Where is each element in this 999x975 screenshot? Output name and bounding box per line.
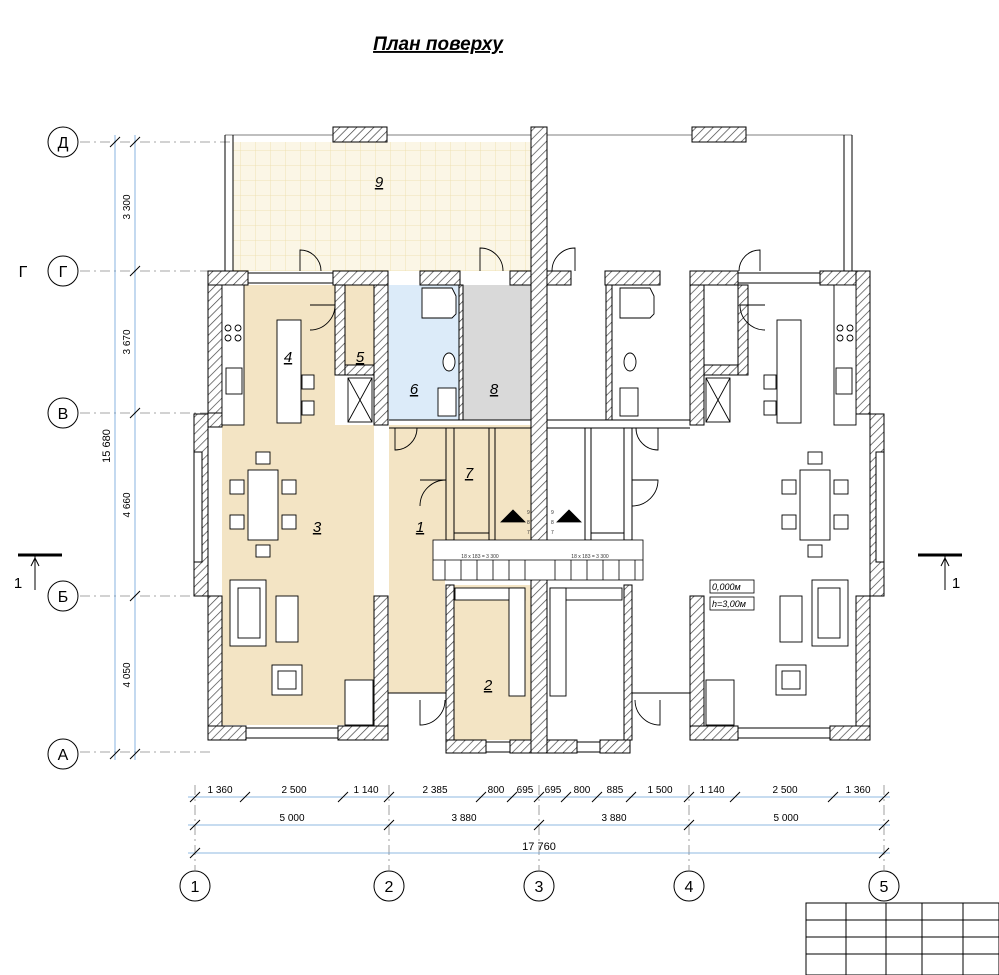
elevation-level: 0,000м xyxy=(712,582,741,592)
axis-label-2: 2 xyxy=(385,879,394,896)
axis-label-b: Б xyxy=(58,589,69,606)
vdim-total: 15 680 xyxy=(101,429,113,463)
vdim-2: 3 670 xyxy=(122,329,133,354)
vertical-dimensions xyxy=(109,135,141,760)
hdim-r1-12: 1 360 xyxy=(845,785,870,796)
hdim-r1-5: 695 xyxy=(517,785,534,796)
hdim-r1-3: 2 385 xyxy=(422,785,447,796)
doors xyxy=(299,247,766,726)
hdim-row1: 1 360 2 500 1 140 2 385 800 695 695 800 … xyxy=(207,785,870,796)
room-number-8: 8 xyxy=(490,381,499,398)
elevation-height: h=3,00м xyxy=(712,599,746,609)
hdim-r1-2: 1 140 xyxy=(353,785,378,796)
stairs-step-7: 7 xyxy=(527,530,530,536)
terrace-pillar xyxy=(332,126,388,143)
axis-label-5: 5 xyxy=(880,879,889,896)
axis-label-4: 4 xyxy=(685,879,694,896)
room-number-9: 9 xyxy=(375,174,384,191)
axis-label-a: А xyxy=(58,747,69,764)
axis-bubble-g xyxy=(47,255,79,287)
axis-letter-bubbles xyxy=(47,126,79,770)
hdim-r1-4: 800 xyxy=(488,785,505,796)
room-number-3: 3 xyxy=(313,519,322,536)
furniture-right xyxy=(549,284,857,726)
hdim-r1-10: 1 140 xyxy=(699,785,724,796)
room-8-fill xyxy=(462,285,531,420)
axis-bubble-1 xyxy=(179,870,211,902)
stairs-step-7r: 7 xyxy=(551,530,554,536)
axis-label-1: 1 xyxy=(191,879,200,896)
title-block-table xyxy=(805,902,999,975)
section-marks xyxy=(18,553,962,590)
hdim-r1-7: 800 xyxy=(574,785,591,796)
axis-bubble-2 xyxy=(373,870,405,902)
axis-grid xyxy=(80,141,885,870)
axis-bubble-a xyxy=(47,738,79,770)
hdim-r1-6: 695 xyxy=(545,785,562,796)
stairs-step-9r: 9 xyxy=(551,510,554,516)
hdim-r1-8: 885 xyxy=(607,785,624,796)
axis-bubble-4 xyxy=(673,870,705,902)
room-number-1: 1 xyxy=(416,519,424,536)
terrace-pillar xyxy=(691,126,747,143)
stairs-step-8: 8 xyxy=(527,520,530,526)
axis-bubble-d xyxy=(47,126,79,158)
horizontal-dimensions xyxy=(188,791,890,859)
room-number-4: 4 xyxy=(284,349,292,366)
room-1b-fill xyxy=(445,425,531,540)
axis-number-bubbles xyxy=(179,870,900,902)
terrace-left xyxy=(224,134,531,271)
hdim-r1-11: 2 500 xyxy=(772,785,797,796)
windows xyxy=(193,272,885,753)
side-mark-g: Г xyxy=(19,264,28,281)
walls xyxy=(193,126,885,754)
stairs-step-8r: 8 xyxy=(551,520,554,526)
stairs-step-9: 9 xyxy=(527,510,530,516)
axis-label-g: Г xyxy=(59,264,68,281)
axis-bubble-v xyxy=(47,397,79,429)
hdim-r2-2: 3 880 xyxy=(601,813,626,824)
axis-label-d: Д xyxy=(58,135,69,152)
hdim-total: 17 760 xyxy=(522,841,556,853)
vdim-3: 4 660 xyxy=(122,492,133,517)
hdim-r2-3: 5 000 xyxy=(773,813,798,824)
room-number-6: 6 xyxy=(410,381,419,398)
elevation-mark xyxy=(709,579,755,611)
axis-label-3: 3 xyxy=(535,879,544,896)
plan-title: План поверху xyxy=(373,34,504,55)
room-number-7: 7 xyxy=(465,465,474,482)
axis-bubble-5 xyxy=(868,870,900,902)
section-label-right: 1 xyxy=(952,575,960,592)
section-label-left: 1 xyxy=(14,575,22,592)
terrace-right xyxy=(547,134,853,271)
axis-label-v: В xyxy=(58,406,69,423)
furniture-left xyxy=(221,284,526,726)
room-number-5: 5 xyxy=(356,349,365,366)
stairs-right-label: 18 x 183 = 3 300 xyxy=(571,554,609,560)
hdim-r1-0: 1 360 xyxy=(207,785,232,796)
stairs xyxy=(432,509,644,581)
axis-bubble-b xyxy=(47,580,79,612)
hdim-r1-1: 2 500 xyxy=(281,785,306,796)
vdim-1: 3 300 xyxy=(122,194,133,219)
room-number-2: 2 xyxy=(483,677,493,694)
stairs-left-label: 18 x 183 = 3 300 xyxy=(461,554,499,560)
hdim-r1-9: 1 500 xyxy=(647,785,672,796)
hdim-r2-1: 3 880 xyxy=(451,813,476,824)
vdim-4: 4 050 xyxy=(122,662,133,687)
axis-bubble-3 xyxy=(523,870,555,902)
hdim-r2-0: 5 000 xyxy=(279,813,304,824)
